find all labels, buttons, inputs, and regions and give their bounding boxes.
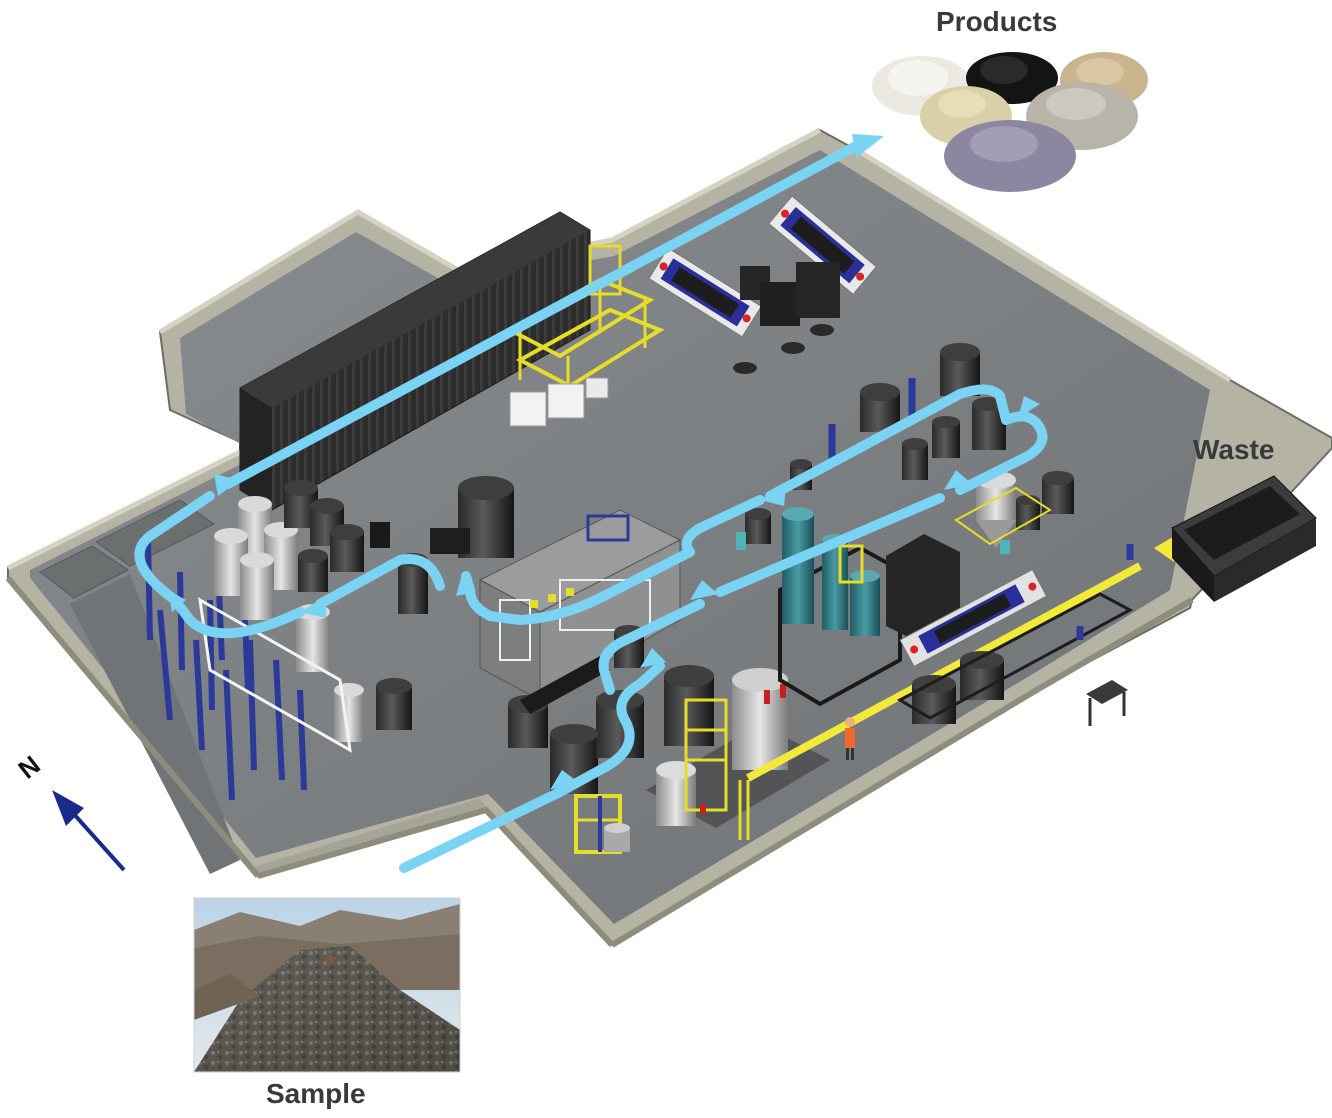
waste-label: Waste (1193, 434, 1275, 465)
filter-press-icon (896, 568, 1134, 724)
reactor-skid (646, 562, 1142, 840)
waste-bin-icon (1171, 475, 1317, 602)
process-flow-path (134, 141, 1048, 873)
products-label: Products (936, 6, 1058, 37)
powder-pile-icon (872, 52, 1148, 192)
sample-photo (193, 897, 461, 1073)
reagent-skid (574, 794, 630, 854)
sample-label: Sample (266, 1078, 366, 1109)
bench (1086, 680, 1128, 726)
filter-press-icon (648, 195, 877, 374)
access-platform (505, 244, 665, 427)
north-arrow-icon (52, 790, 126, 872)
flow-arrow-icon (168, 134, 1040, 790)
worker-figure-icon (845, 717, 855, 760)
tank-icon (736, 343, 1134, 640)
